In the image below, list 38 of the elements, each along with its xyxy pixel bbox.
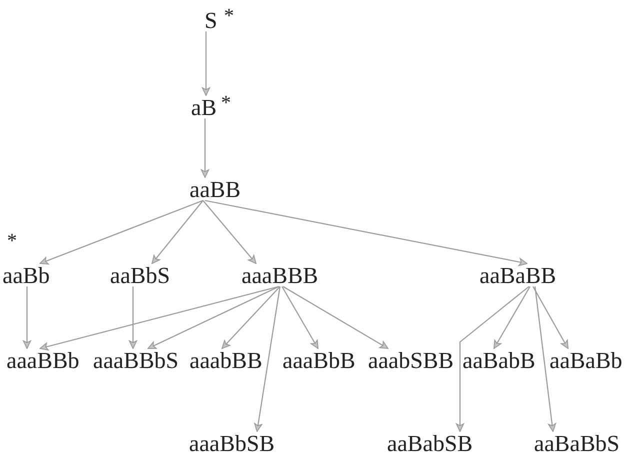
asterisk-mark: * — [7, 231, 17, 251]
arrow — [532, 286, 568, 349]
arrow — [202, 32, 210, 96]
arrow — [282, 286, 318, 349]
derivation-string: aaaBbSB — [189, 432, 275, 454]
arrow — [456, 286, 530, 432]
arrow — [202, 200, 256, 264]
arrow — [128, 286, 138, 349]
derivation-string: aB — [191, 96, 217, 118]
arrow — [282, 286, 388, 349]
arrow — [200, 118, 210, 178]
derivation-string: S — [204, 8, 218, 32]
derivation-string: aaBb — [2, 264, 50, 286]
derivation-string: aaBabSB — [387, 432, 473, 454]
asterisk-mark: * — [221, 93, 231, 113]
arrow — [148, 286, 280, 349]
arrow — [152, 200, 204, 264]
arrow — [222, 286, 280, 349]
derivation-string: aaBB — [190, 178, 241, 200]
derivation-string: aaaBBB — [242, 264, 318, 286]
derivation-string: aaBabB — [462, 348, 536, 372]
derivation-string: aaaBBbS — [93, 348, 179, 372]
derivation-string: aaBaBB — [480, 264, 556, 286]
arrow — [494, 286, 530, 349]
arrow — [40, 286, 280, 351]
derivation-string: aaBaBb — [550, 348, 622, 372]
derivation-string: aaBaBbS — [534, 432, 620, 454]
arrow — [204, 200, 528, 266]
derivation-string: aaBbS — [110, 264, 170, 286]
arrow — [254, 286, 281, 432]
derivation-string: aaaBbB — [282, 348, 356, 372]
arrow — [534, 286, 556, 432]
derivation-string: aaabBB — [190, 348, 262, 372]
derivation-string: aaabSBB — [368, 348, 454, 372]
derivation-string: aaaBBb — [6, 348, 80, 372]
arrow — [22, 286, 32, 349]
asterisk-mark: * — [224, 6, 234, 26]
arrow — [40, 200, 204, 265]
